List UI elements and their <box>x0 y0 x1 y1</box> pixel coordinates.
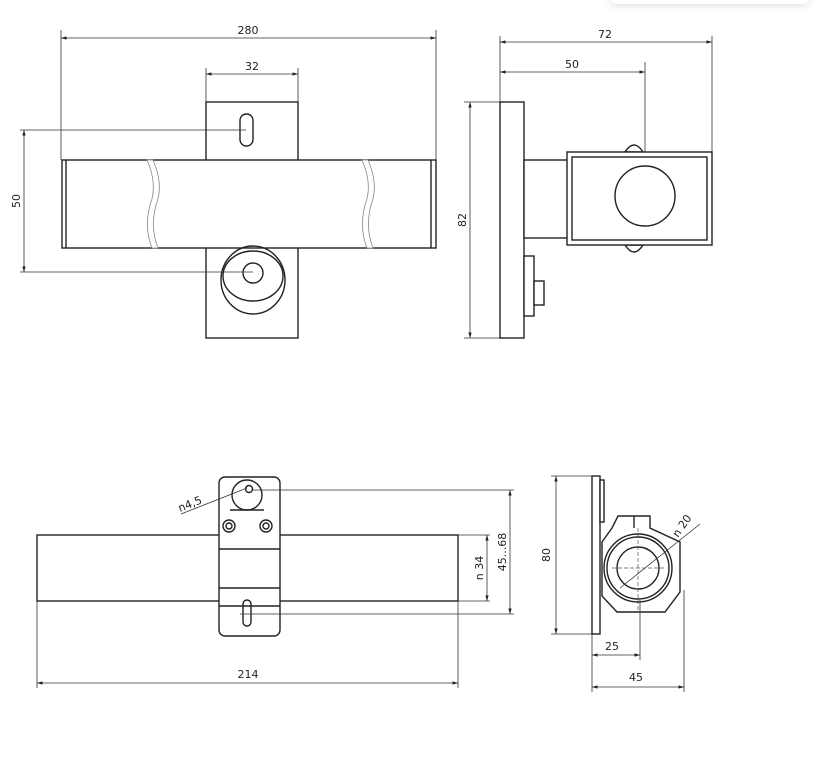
side-view-top: 72 50 82 <box>456 28 713 339</box>
dim-label-50-height: 50 <box>10 194 23 208</box>
dim-label-214: 214 <box>238 668 259 681</box>
side-view-bottom: 80 n 20 25 45 <box>540 475 701 692</box>
dim-label-bore: n 20 <box>670 512 695 540</box>
dim-label-72: 72 <box>598 28 612 41</box>
front-view-top: 280 32 50 <box>10 24 437 339</box>
bracket <box>218 476 281 637</box>
dim-label-hole: n4,5 <box>176 494 204 515</box>
dim-label-tube: n 34 <box>473 556 486 580</box>
dim-label-25: 25 <box>605 640 619 653</box>
dim-label-280: 280 <box>238 24 259 37</box>
dim-label-45: 45 <box>629 671 643 684</box>
dim-label-range: 45...68 <box>496 533 509 571</box>
dim-label-80: 80 <box>540 548 553 562</box>
tube <box>61 159 437 249</box>
dim-label-50-offset: 50 <box>565 58 579 71</box>
window-shadow <box>610 0 810 4</box>
front-view-bottom: n4,5 45...68 n 34 214 <box>36 476 514 688</box>
dim-label-32: 32 <box>245 60 259 73</box>
dim-label-82: 82 <box>456 213 469 227</box>
